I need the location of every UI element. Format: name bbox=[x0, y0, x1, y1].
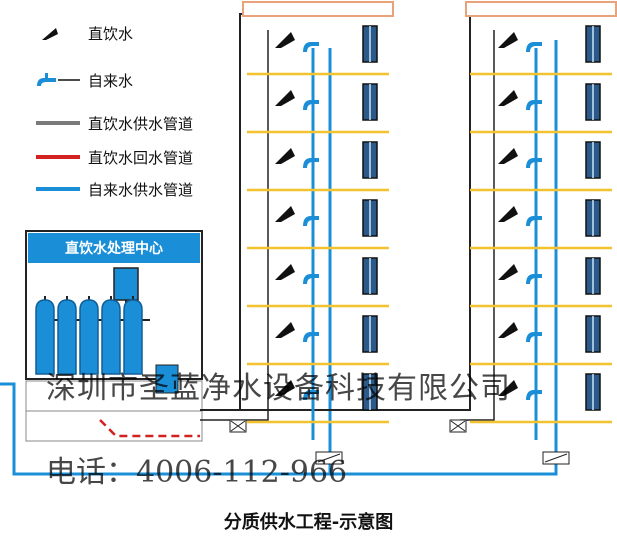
direct-drinking-tap-icon bbox=[498, 264, 518, 280]
tap-water-faucet-icon bbox=[303, 100, 319, 110]
treatment-center-title: 直饮水处理中心 bbox=[65, 241, 163, 257]
legend-label: 自来水 bbox=[88, 71, 134, 90]
filter-tank bbox=[79, 299, 99, 375]
direct-drinking-tap-icon bbox=[498, 380, 518, 396]
tap-water-faucet-icon bbox=[526, 158, 542, 168]
tap-water-faucet-icon bbox=[303, 158, 319, 168]
direct-drinking-tap-icon bbox=[275, 380, 295, 396]
legend-item-red-pipe: 直饮水回水管道 bbox=[84, 146, 193, 168]
return-riser-right bbox=[460, 30, 495, 421]
direct-drinking-tap-icon bbox=[275, 322, 295, 338]
filter-tank bbox=[57, 299, 77, 375]
valve-right-icon bbox=[449, 419, 467, 433]
tap-water-faucet-icon bbox=[526, 274, 542, 284]
tap-water-faucet-icon bbox=[303, 42, 319, 52]
tap-water-faucet-icon bbox=[526, 42, 542, 52]
pump-unit bbox=[155, 364, 179, 394]
tap-water-faucet-icon bbox=[526, 332, 542, 342]
tap-water-faucet-icon bbox=[37, 73, 80, 86]
legend-item-direct-drinking: 直饮水 bbox=[84, 22, 133, 44]
pressure-tank bbox=[113, 267, 139, 301]
tap-water-faucet-icon bbox=[526, 390, 542, 400]
direct-drinking-tap-icon bbox=[498, 206, 518, 222]
filter-tank bbox=[101, 299, 121, 375]
watermark-company: 深圳市圣蓝净水设备科技有限公司 bbox=[46, 371, 511, 406]
filter-tank-group bbox=[35, 296, 150, 375]
watermark-phone: 电话：4006-112-966 bbox=[46, 455, 348, 490]
direct-drinking-tap-icon bbox=[275, 264, 295, 280]
building-roof bbox=[242, 1, 394, 17]
direct-drinking-tap-icon bbox=[275, 32, 295, 48]
legend-label: 直饮水 bbox=[88, 24, 134, 43]
building-2 bbox=[465, 1, 617, 440]
tap-water-faucet-icon bbox=[303, 332, 319, 342]
legend-item-gray-pipe: 直饮水供水管道 bbox=[84, 112, 193, 134]
legend-item-tap-water: 自来水 bbox=[84, 69, 133, 91]
tap-water-faucet-icon bbox=[303, 390, 319, 400]
meter-right-icon bbox=[542, 451, 570, 465]
return-riser-left bbox=[200, 30, 269, 421]
tap-water-faucet-icon bbox=[526, 216, 542, 226]
treatment-center bbox=[25, 230, 203, 442]
direct-drinking-tap-icon bbox=[275, 90, 295, 106]
tap-water-faucet-icon bbox=[303, 216, 319, 226]
filter-tank bbox=[123, 299, 143, 375]
building-group bbox=[242, 1, 617, 440]
direct-drinking-tap-icon bbox=[275, 206, 295, 222]
diagram-caption: 分质供水工程-示意图 bbox=[223, 512, 394, 533]
direct-drinking-tap-icon bbox=[275, 148, 295, 164]
filter-tank bbox=[35, 299, 55, 375]
direct-drinking-tap-icon bbox=[498, 90, 518, 106]
direct-drinking-tap-icon bbox=[498, 148, 518, 164]
direct-water-return-main bbox=[99, 419, 200, 438]
tap-water-faucet-icon bbox=[526, 100, 542, 110]
legend-label: 直饮水供水管道 bbox=[88, 114, 194, 133]
treatment-center-header bbox=[28, 233, 200, 263]
legend-symbols bbox=[36, 28, 80, 191]
legend-item-blue-pipe: 自来水供水管道 bbox=[84, 178, 193, 200]
building-roof bbox=[465, 1, 617, 17]
meter-left-icon bbox=[315, 451, 343, 465]
direct-drinking-tap-icon bbox=[42, 28, 58, 40]
tap-water-faucet-icon bbox=[303, 274, 319, 284]
building-1 bbox=[242, 1, 394, 440]
legend-label: 自来水供水管道 bbox=[88, 180, 194, 199]
direct-drinking-tap-icon bbox=[498, 32, 518, 48]
valve-left-icon bbox=[229, 419, 247, 433]
direct-drinking-tap-icon bbox=[498, 322, 518, 338]
legend-label: 直饮水回水管道 bbox=[88, 148, 194, 167]
